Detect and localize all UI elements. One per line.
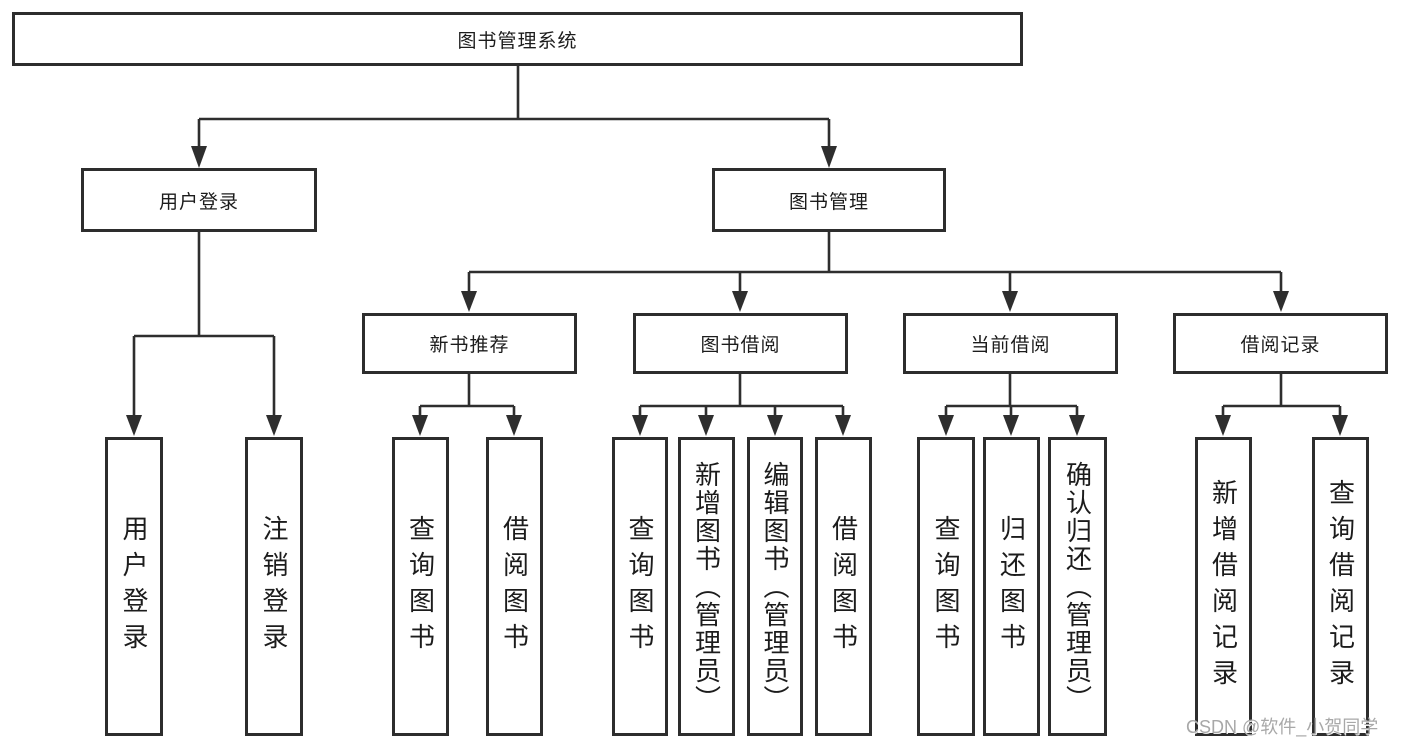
node-label: 归还图书	[996, 514, 1027, 659]
node-book-management: 图书管理	[712, 168, 946, 232]
node-cb-query-books: 查询图书	[917, 437, 975, 736]
node-label: 查询图书	[405, 514, 436, 659]
node-bb-add-books-admin: 新增图书（管理员）	[678, 437, 735, 736]
connector-user-login-children	[126, 232, 282, 436]
connector-current-borrow-children	[938, 374, 1085, 436]
node-label: 注销登录	[259, 514, 289, 659]
node-label: 图书管理	[788, 191, 869, 213]
connector-book-mgmt-modules	[461, 232, 1289, 312]
node-login-action: 用户登录	[105, 437, 163, 736]
node-label: 借阅图书	[828, 514, 859, 659]
node-label: 确认归还（管理员）	[1062, 460, 1093, 713]
node-label: 查询图书	[625, 514, 655, 659]
node-nb-borrow-books: 借阅图书	[486, 437, 543, 736]
node-br-add-record: 新增借阅记录	[1195, 437, 1252, 736]
node-br-query-record: 查询借阅记录	[1312, 437, 1369, 736]
node-borrow-records: 借阅记录	[1173, 313, 1388, 374]
node-bb-query-books: 查询图书	[612, 437, 668, 736]
node-label: 借阅图书	[499, 514, 530, 659]
node-cb-return-books: 归还图书	[983, 437, 1040, 736]
node-bb-borrow-books: 借阅图书	[815, 437, 872, 736]
node-cb-confirm-return-admin: 确认归还（管理员）	[1048, 437, 1107, 736]
node-label: 新增图书（管理员）	[691, 460, 722, 713]
node-user-login: 用户登录	[81, 168, 317, 232]
node-new-book-recommend: 新书推荐	[362, 313, 577, 374]
node-current-borrowing: 当前借阅	[903, 313, 1118, 374]
csdn-watermark: CSDN @软件_小贺同学	[1186, 717, 1379, 737]
connector-borrow-records-children	[1215, 374, 1348, 436]
node-label: 用户登录	[158, 191, 239, 213]
node-book-borrowing: 图书借阅	[633, 313, 848, 374]
connector-root-to-level1	[191, 66, 837, 168]
node-label: 查询借阅记录	[1325, 478, 1356, 695]
node-label: 借阅记录	[1240, 335, 1321, 356]
node-label: 图书借阅	[700, 335, 781, 356]
node-label: 新书推荐	[429, 335, 510, 356]
node-label: 图书管理系统	[457, 30, 578, 52]
connector-new-book-children	[412, 374, 522, 436]
node-label: 查询图书	[931, 514, 961, 659]
connector-book-borrow-children	[632, 374, 851, 436]
node-bb-edit-books-admin: 编辑图书（管理员）	[747, 437, 803, 736]
node-label: 当前借阅	[970, 335, 1051, 356]
node-nb-query-books: 查询图书	[392, 437, 449, 736]
node-label: 用户登录	[119, 514, 149, 659]
node-label: 新增借阅记录	[1208, 478, 1239, 695]
node-label: 编辑图书（管理员）	[760, 460, 790, 713]
node-logout-action: 注销登录	[245, 437, 303, 736]
node-library-management-system: 图书管理系统	[12, 12, 1023, 66]
